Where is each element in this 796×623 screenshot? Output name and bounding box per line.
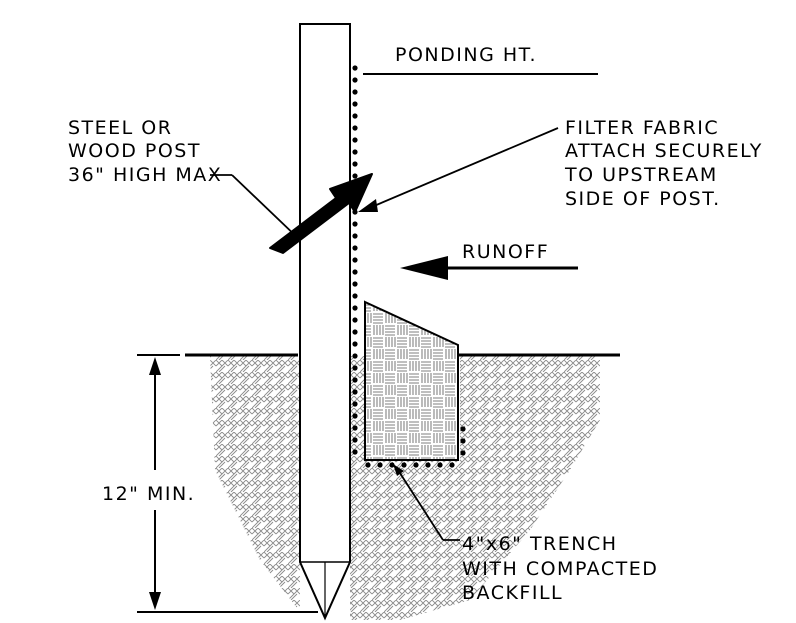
trench-label-line-1: 4"x6" TRENCH	[462, 533, 618, 555]
depth-dimension	[137, 354, 318, 613]
fabric-label-line-4: SIDE OF POST.	[565, 188, 721, 210]
depth-label: 12" MIN.	[102, 483, 195, 505]
trench-label: 4"x6" TRENCH WITH COMPACTED BACKFILL	[462, 533, 658, 604]
post-label-line-3: 36" HIGH MAX	[68, 164, 222, 186]
post-leader	[210, 174, 301, 241]
runoff-label: RUNOFF	[462, 241, 549, 263]
fabric-label-line-2: ATTACH SECURELY	[565, 140, 763, 162]
trench-backfill	[364, 300, 459, 461]
trench-label-line-2: WITH COMPACTED	[462, 558, 658, 580]
post-label-line-2: WOOD POST	[68, 140, 201, 162]
soil-hatch	[210, 356, 600, 620]
trench-label-line-3: BACKFILL	[462, 582, 563, 604]
fabric-label-line-3: TO UPSTREAM	[564, 164, 718, 186]
post-label-line-1: STEEL OR	[68, 117, 172, 139]
flow-arrow-icon	[269, 173, 373, 254]
fabric-leader	[358, 127, 559, 212]
fabric-label: FILTER FABRIC ATTACH SECURELY TO UPSTREA…	[564, 117, 763, 210]
filter-fabric	[352, 65, 466, 468]
post-label: STEEL OR WOOD POST 36" HIGH MAX	[68, 117, 222, 186]
post	[299, 23, 351, 621]
runoff-arrow-icon	[400, 256, 578, 280]
trench-leader	[393, 464, 460, 541]
ponding-label: PONDING HT.	[395, 44, 537, 66]
fabric-label-line-1: FILTER FABRIC	[565, 117, 719, 139]
